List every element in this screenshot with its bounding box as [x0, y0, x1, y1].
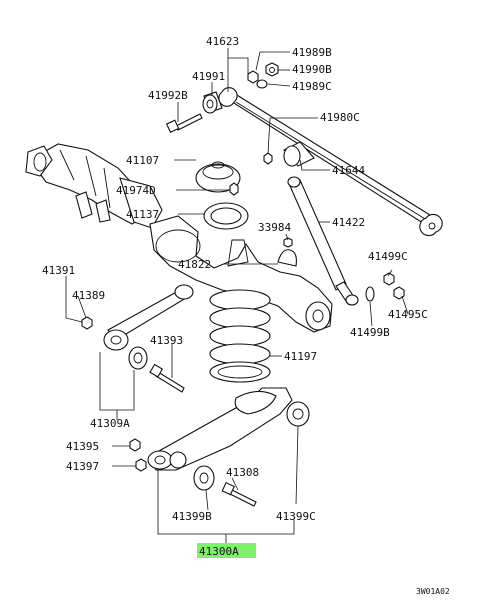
bushing-41399C [286, 401, 310, 427]
label-41399C: 41399C [276, 510, 316, 523]
bolt-41308 [221, 481, 257, 507]
nut-41389 [81, 316, 93, 330]
label-41989B: 41989B [292, 46, 332, 59]
label-41422: 41422 [332, 216, 365, 229]
clip-33984 [283, 237, 293, 248]
label-41308: 41308 [226, 466, 259, 479]
bushing-41399B [193, 465, 215, 491]
knuckle-hub [149, 215, 333, 333]
lateral-rod [218, 87, 443, 237]
bolt-41992B [165, 113, 203, 133]
label-41391: 41391 [42, 264, 75, 277]
diagram-code: 3W01A02 [416, 587, 450, 596]
spring-pad-41137 [203, 202, 249, 230]
shock-hardware [365, 272, 405, 302]
label-41389: 41389 [72, 289, 105, 302]
label-41822: 41822 [178, 258, 211, 271]
part-labels: 41623 41989B 41990B 41991 41989C 41992B … [42, 35, 450, 596]
coil-spring-41197 [209, 289, 271, 383]
lower-arm-41300A [147, 387, 293, 471]
label-41991: 41991 [192, 70, 225, 83]
leader-lines [65, 48, 409, 544]
label-highlight [197, 543, 256, 558]
label-41989C: 41989C [292, 80, 332, 93]
label-33984: 33984 [258, 221, 291, 234]
label-41309A: 41309A [90, 417, 130, 430]
nut-41980C [263, 152, 273, 165]
label-41990B: 41990B [292, 63, 332, 76]
label-41300A: 41300A [199, 545, 239, 558]
label-41992B: 41992B [148, 89, 188, 102]
upper-arm-41309A [103, 284, 194, 351]
bolt-41974D [229, 182, 239, 196]
label-41399B: 41399B [172, 510, 212, 523]
label-41974D: 41974D [116, 184, 156, 197]
label-41499C: 41499C [368, 250, 408, 263]
axle-housing [25, 143, 163, 229]
label-41395: 41395 [66, 440, 99, 453]
bushing-41644 [283, 141, 315, 167]
label-41980C: 41980C [320, 111, 360, 124]
bushing-upper-arm [128, 346, 148, 370]
bolt-41393 [149, 363, 185, 393]
bump-41822 [277, 249, 297, 267]
nuts-lower [129, 438, 147, 472]
label-41495C: 41495C [388, 308, 428, 321]
label-41107: 41107 [126, 154, 159, 167]
label-41393: 41393 [150, 334, 183, 347]
label-41397: 41397 [66, 460, 99, 473]
hardware-top-right [247, 62, 279, 89]
label-41197: 41197 [284, 350, 317, 363]
label-41623: 41623 [206, 35, 239, 48]
shock-absorber-41422 [287, 176, 359, 306]
label-41499B: 41499B [350, 326, 390, 339]
bushing-41991 [202, 91, 223, 114]
label-41137: 41137 [126, 208, 159, 221]
spring-seat-41107 [195, 161, 241, 193]
label-41644: 41644 [332, 164, 365, 177]
